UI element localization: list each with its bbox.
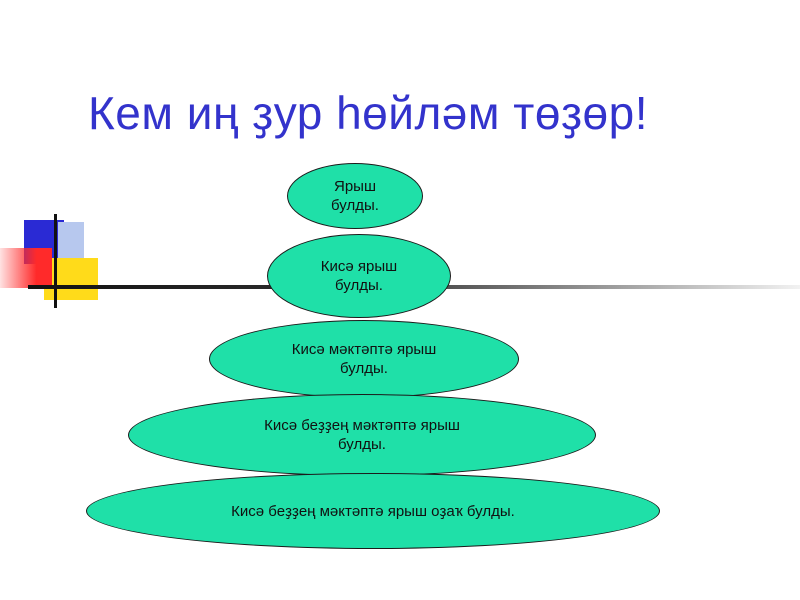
light-blue-square [58, 222, 84, 260]
sentence-ellipse-4: Кисә беҙҙең мәктәптә ярыш булды. [128, 394, 596, 476]
sentence-text-1: Ярыш булды. [331, 178, 379, 214]
sentence-text-2: Кисә ярыш булды. [320, 258, 398, 294]
red-square [0, 248, 52, 288]
sentence-ellipse-5: Кисә беҙҙең мәктәптә ярыш оҙаҡ булды. [86, 473, 660, 549]
vertical-line [54, 214, 57, 308]
yellow-square [44, 258, 98, 300]
sentence-text-5: Кисә беҙҙең мәктәптә ярыш оҙаҡ булды. [231, 502, 515, 520]
page-title: Кем иң ҙур һөйләм төҙөр! [88, 87, 648, 139]
sentence-ellipse-1: Ярыш булды. [287, 163, 423, 229]
sentence-ellipse-2: Кисә ярыш булды. [267, 234, 451, 318]
sentence-text-3: Кисә мәктәптә ярыш булды. [291, 341, 437, 377]
sentence-text-4: Кисә беҙҙең мәктәптә ярыш булды. [264, 417, 460, 453]
sentence-ellipse-3: Кисә мәктәптә ярыш булды. [209, 320, 519, 398]
